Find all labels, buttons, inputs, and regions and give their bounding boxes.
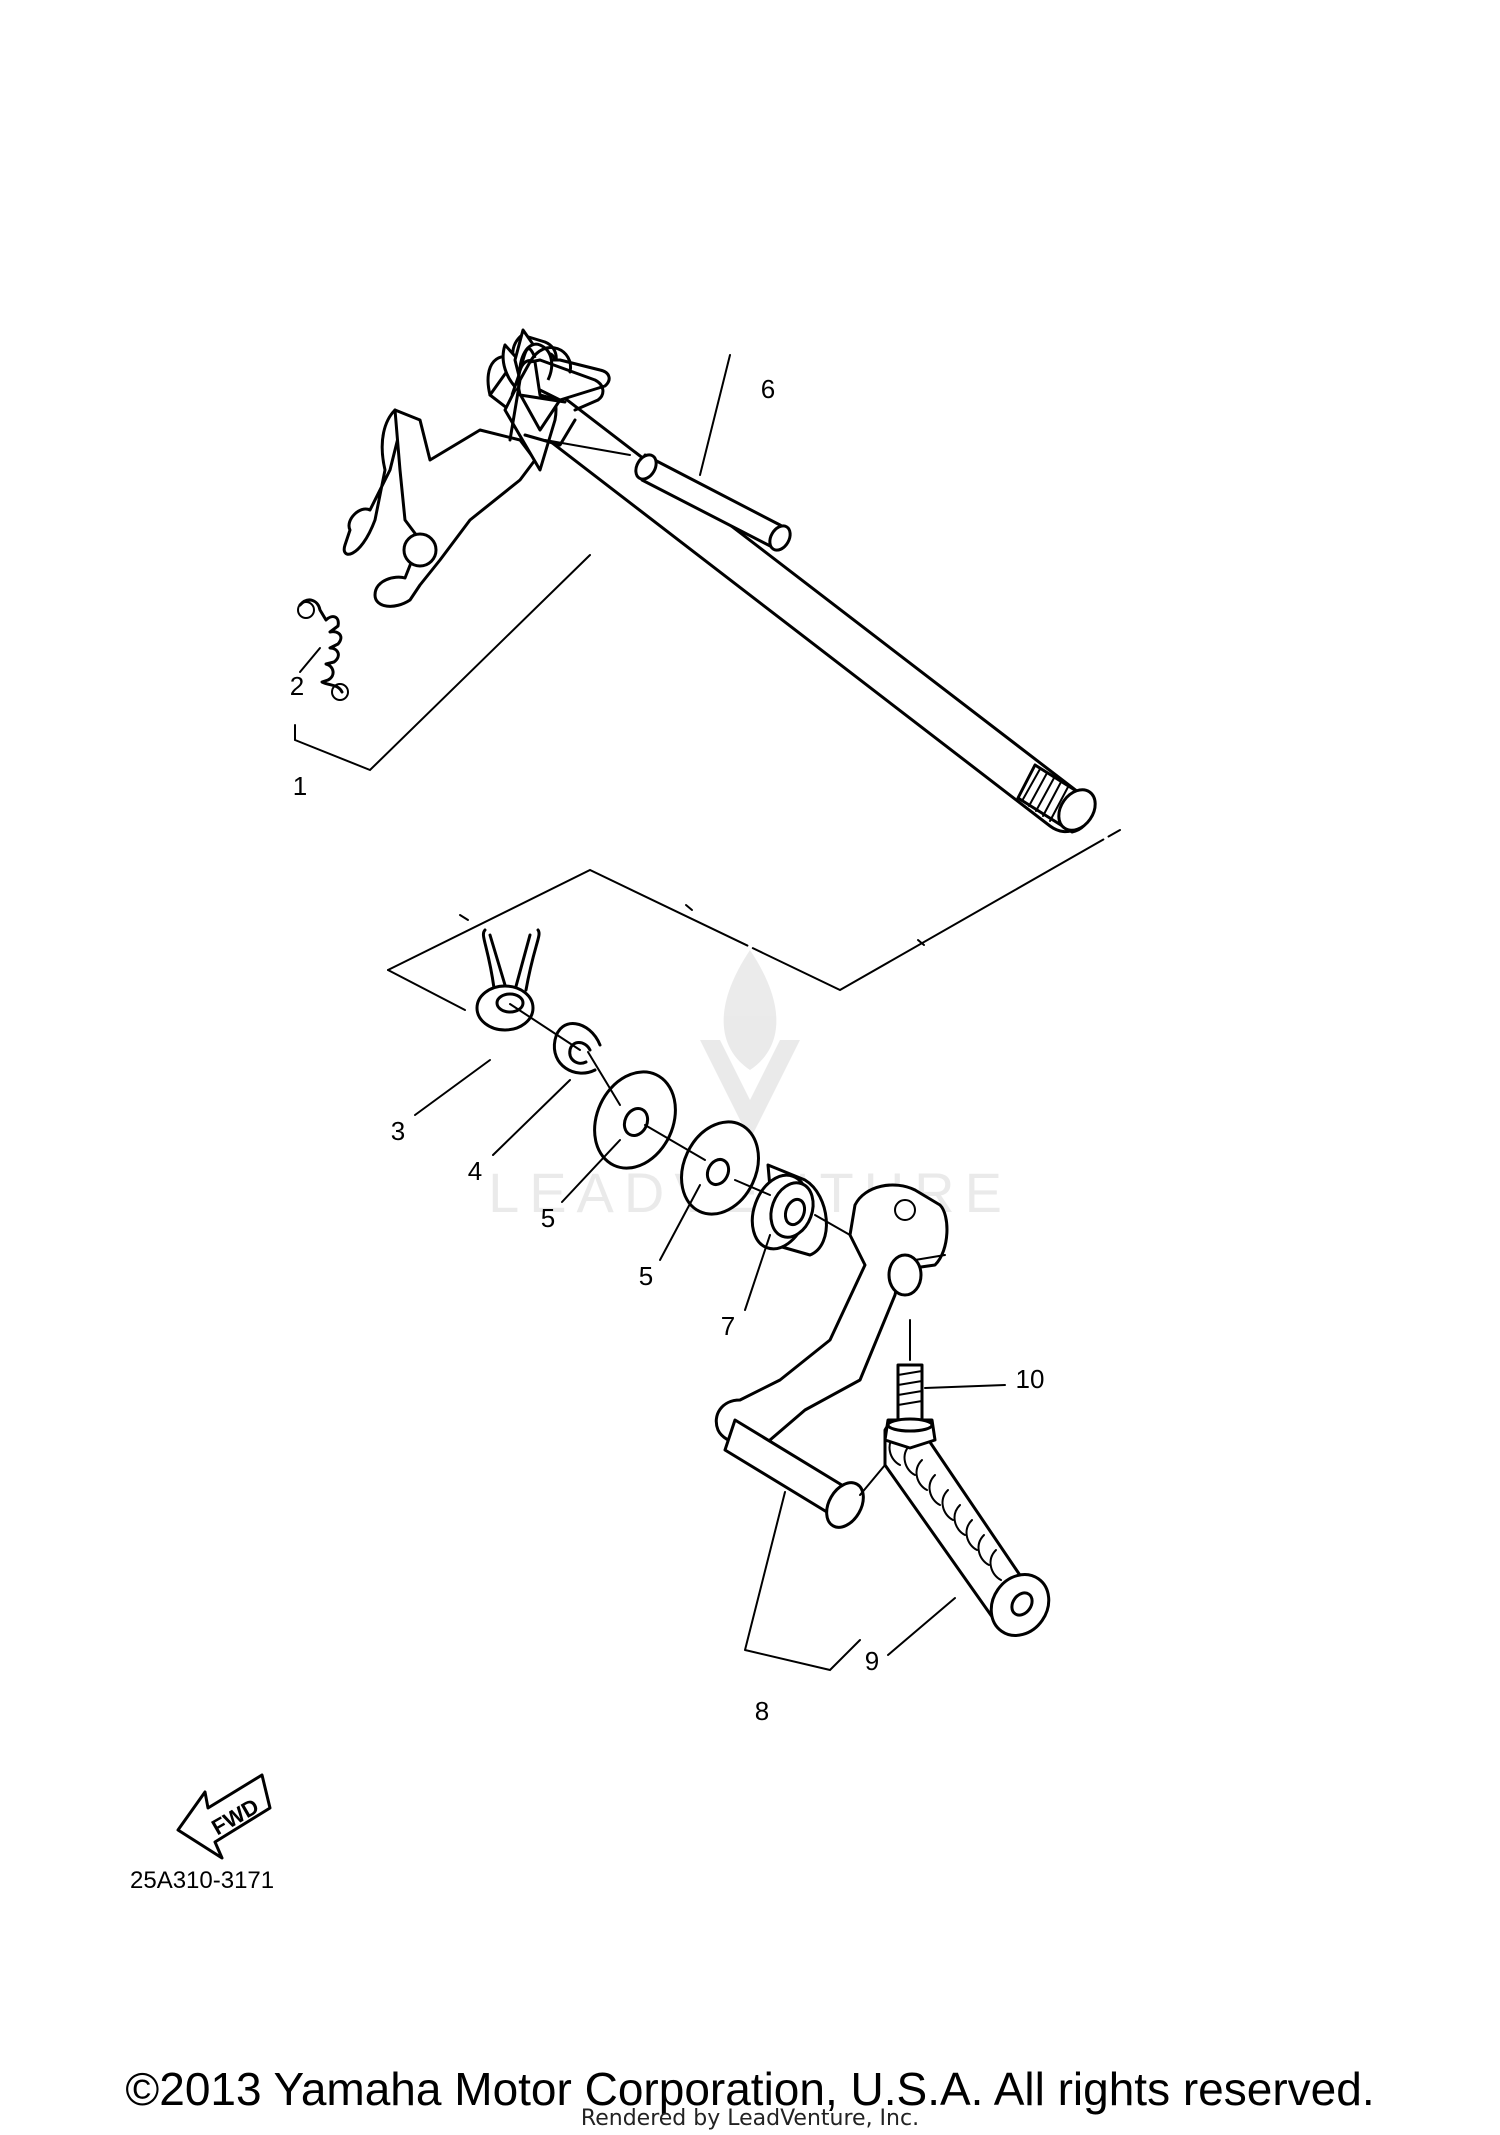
label-8: 8 bbox=[755, 1696, 769, 1726]
part-number-labels: 1 2 3 4 5 5 6 7 8 9 10 bbox=[290, 374, 1045, 1726]
label-3: 3 bbox=[391, 1116, 405, 1146]
fwd-arrow-icon: FWD bbox=[176, 1773, 272, 1860]
part-8-shift-pedal bbox=[714, 1183, 949, 1529]
part-5-washer-b bbox=[680, 1120, 760, 1216]
connector-bracket-lines bbox=[387, 829, 1121, 1011]
label-5a: 5 bbox=[541, 1203, 555, 1233]
label-4: 4 bbox=[468, 1156, 482, 1186]
label-10: 10 bbox=[1016, 1364, 1045, 1394]
part-7-bearing bbox=[750, 1163, 828, 1257]
label-2: 2 bbox=[290, 671, 304, 701]
part-9-rubber bbox=[883, 1416, 1051, 1637]
label-7: 7 bbox=[721, 1311, 735, 1341]
label-1: 1 bbox=[293, 771, 307, 801]
drawing-code: 25A310-3171 bbox=[130, 1867, 274, 1894]
assembly-center-lines bbox=[509, 1003, 911, 1496]
part-3-clip bbox=[475, 928, 541, 1032]
label-5b: 5 bbox=[639, 1261, 653, 1291]
shift-shaft-assembly bbox=[342, 328, 1097, 834]
part-6-pin bbox=[634, 453, 792, 552]
part-4-circlip bbox=[552, 1022, 602, 1075]
copyright-notice: ©2013 Yamaha Motor Corporation, U.S.A. A… bbox=[125, 2063, 1375, 2115]
leader-lines bbox=[294, 354, 1006, 1672]
rendered-by-notice: Rendered by LeadVenture, Inc. bbox=[580, 2106, 920, 2131]
part-10-bolt bbox=[883, 1363, 937, 1450]
label-9: 9 bbox=[865, 1646, 879, 1676]
label-6: 6 bbox=[761, 374, 775, 404]
part-2-spring bbox=[297, 598, 349, 701]
